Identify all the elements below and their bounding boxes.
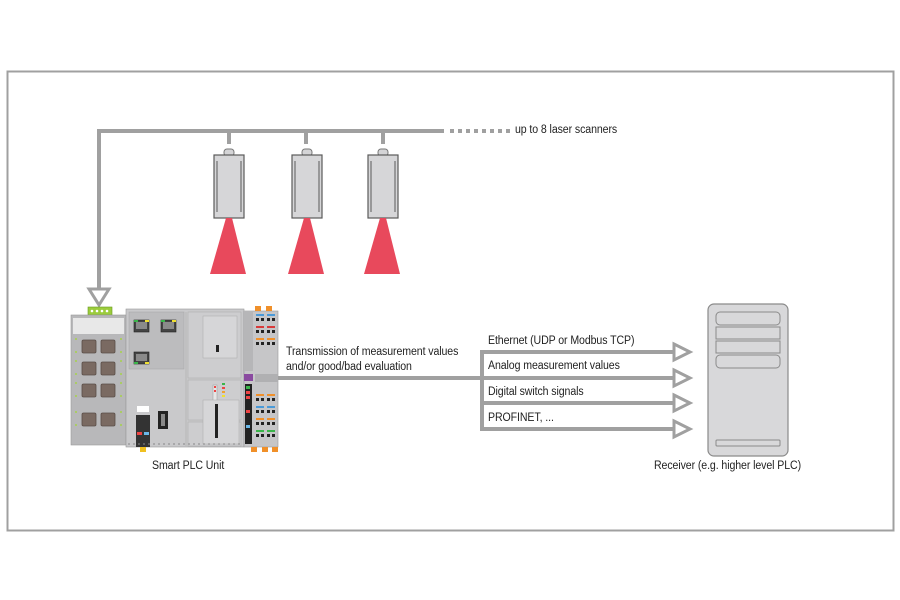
output-label-ethernet: Ethernet (UDP or Modbus TCP) — [488, 335, 635, 347]
plc-label: Smart PLC Unit — [152, 460, 225, 472]
transmission-label-line2: and/or good/bad evaluation — [286, 361, 412, 373]
plc-cpu-module — [125, 308, 245, 452]
scanner-bus-dotted-extension — [450, 129, 510, 133]
laser-beam — [364, 218, 400, 274]
laser-beam — [210, 218, 246, 274]
ethernet-port-icon — [133, 319, 150, 333]
laser-scanner — [367, 148, 399, 219]
output-label-profinet: PROFINET, ... — [488, 412, 554, 424]
receiver-label: Receiver (e.g. higher level PLC) — [654, 460, 802, 472]
input-arrow-icon — [86, 287, 112, 308]
outer-frame — [6, 70, 895, 532]
receiver-device-icon — [707, 303, 789, 457]
output-label-digital: Digital switch signals — [488, 386, 584, 398]
transmission-label-line1: Transmission of measurement values — [286, 346, 459, 358]
laser-scanner — [213, 148, 245, 219]
scanner-bus — [97, 129, 444, 289]
output-arrows — [672, 341, 694, 440]
output-arrow-icon — [672, 367, 694, 389]
output-arrow-icon — [672, 341, 694, 363]
scanners-label: up to 8 laser scanners — [515, 124, 618, 136]
transmission-lines — [278, 350, 674, 431]
output-arrow-icon — [672, 392, 694, 414]
ethernet-port-icon — [160, 319, 177, 333]
plc-switch-module — [70, 306, 127, 446]
laser-beam — [288, 218, 324, 274]
laser-scanner — [291, 148, 323, 219]
output-arrow-icon — [672, 418, 694, 440]
ethernet-port-icon — [133, 351, 150, 365]
plc-io-module — [243, 306, 279, 452]
usb-port-icon — [158, 411, 168, 429]
output-label-analog: Analog measurement values — [488, 360, 620, 372]
